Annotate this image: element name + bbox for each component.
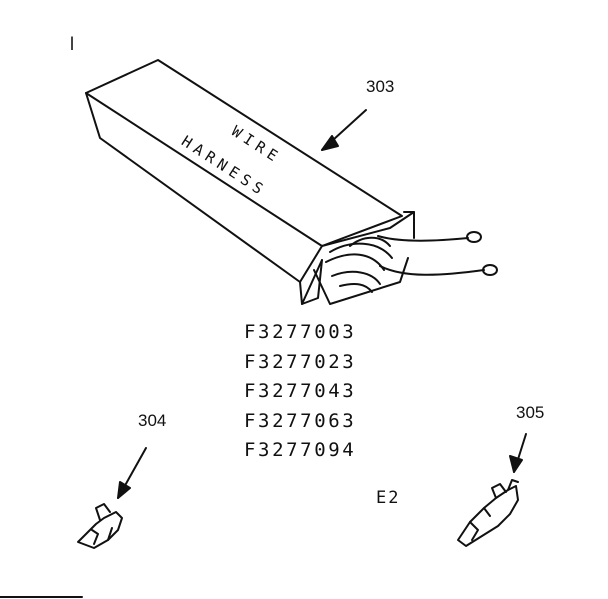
callout-label-304: 304 [138, 411, 167, 430]
terminal-305 [457, 479, 519, 547]
wire-harness-box [85, 59, 498, 305]
callout-label-303: 303 [366, 77, 395, 96]
terminal-304 [77, 503, 123, 549]
part-number: F3277043 [244, 380, 357, 402]
part-number-list: F3277003 F3277023 F3277043 F3277063 F327… [244, 318, 356, 466]
callout-arrow-303 [321, 109, 367, 151]
part-number: F3277023 [244, 350, 357, 373]
part-number: F3277003 [244, 321, 357, 343]
section-code: E2 [376, 488, 401, 508]
callout-label-305: 305 [516, 403, 545, 422]
part-number: F3277063 [244, 409, 357, 432]
corner-mark: l [70, 34, 74, 54]
part-number: F3277094 [244, 439, 357, 461]
callout-arrow-304 [117, 447, 147, 499]
callout-arrow-305 [509, 433, 527, 473]
